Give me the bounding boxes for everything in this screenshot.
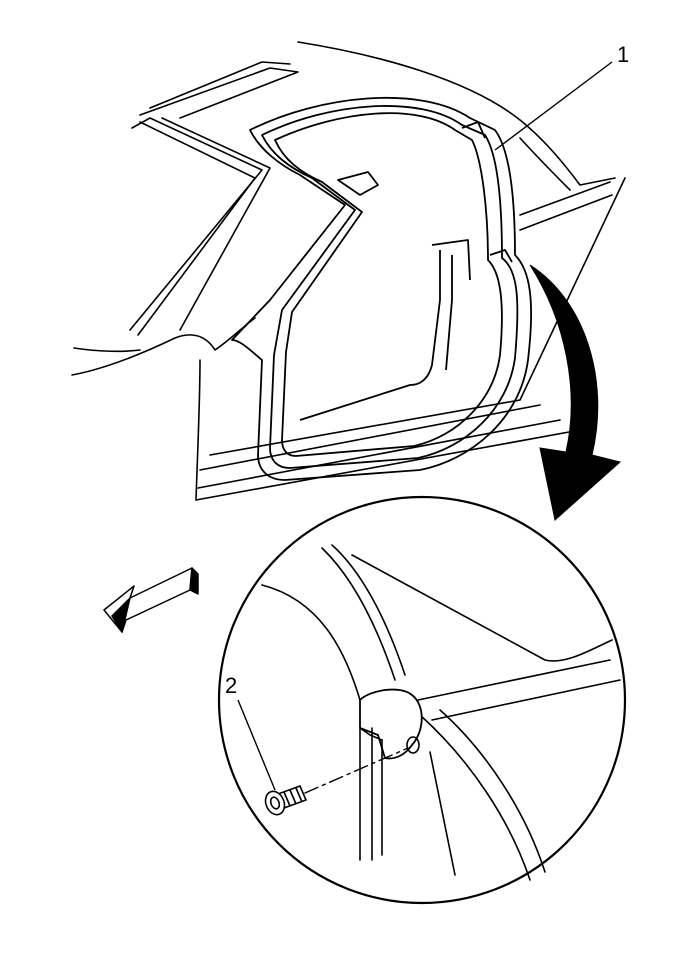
screw-fastener (264, 785, 307, 816)
detail-circle (217, 495, 627, 905)
front-direction-arrow (103, 567, 199, 633)
fastener-centerline (304, 747, 409, 794)
callout-2-label: 2 (225, 673, 237, 698)
detail-curved-arrow (529, 264, 622, 521)
detail-view (217, 495, 627, 905)
fastener-hole (406, 736, 420, 754)
callout-1-label: 1 (617, 42, 629, 67)
callout-1: 1 (494, 42, 629, 151)
vehicle-body (71, 41, 626, 501)
callout-2-leader (237, 699, 276, 791)
door-weatherstrip (231, 96, 532, 481)
callout-2: 2 (225, 673, 276, 791)
callout-1-leader (494, 61, 613, 151)
